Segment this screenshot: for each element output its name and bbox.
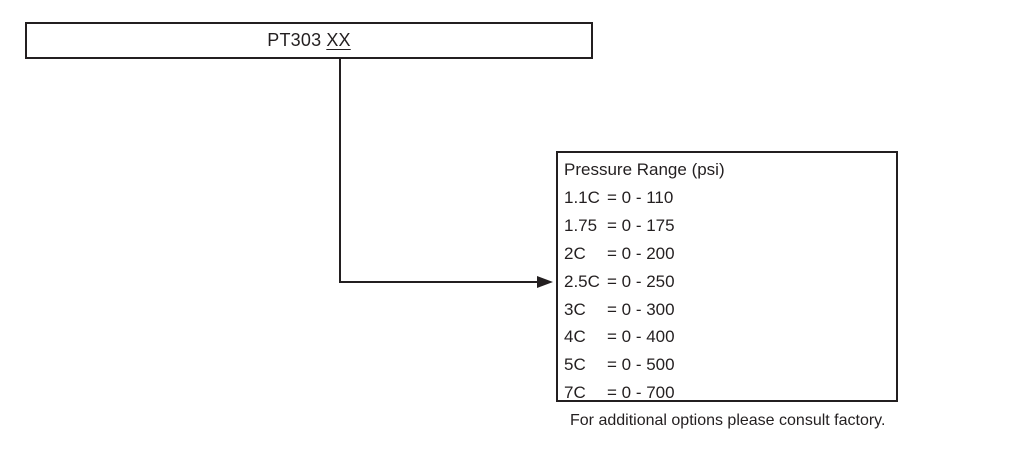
- option-row: 1.1C = 0 - 110: [564, 184, 896, 212]
- option-range: = 0 - 175: [607, 215, 675, 235]
- option-code: 3C: [564, 299, 586, 319]
- model-code-box: PT303 XX: [25, 22, 593, 59]
- footnote: For additional options please consult fa…: [570, 412, 886, 429]
- pressure-range-heading: Pressure Range (psi): [564, 160, 725, 179]
- option-row: 2C = 0 - 200: [564, 240, 896, 268]
- option-code: 4C: [564, 327, 586, 347]
- model-prefix: PT303: [267, 30, 322, 50]
- option-range: = 0 - 700: [607, 383, 675, 403]
- option-row: 2.5C = 0 - 250: [564, 268, 896, 296]
- option-range: = 0 - 110: [607, 187, 674, 207]
- option-list: 1.1C = 0 - 110 1.75 = 0 - 175 2C = 0 - 200 2.5…: [564, 184, 896, 407]
- option-range: = 0 - 250: [607, 271, 675, 291]
- option-code: 1.1C: [564, 187, 600, 207]
- option-range: = 0 - 300: [607, 299, 675, 319]
- option-range: = 0 - 200: [607, 243, 675, 263]
- option-row: 7C = 0 - 700: [564, 379, 896, 407]
- option-code: 7C: [564, 383, 586, 403]
- pressure-range-box: Pressure Range (psi) 1.1C = 0 - 110 1.75 = …: [556, 151, 898, 402]
- option-code: 2C: [564, 243, 586, 263]
- option-row: 4C = 0 - 400: [564, 323, 896, 351]
- option-code: 1.75: [564, 215, 598, 235]
- option-range: = 0 - 500: [607, 355, 675, 375]
- option-row: 1.75 = 0 - 175: [564, 212, 896, 240]
- connector-line: [339, 59, 537, 283]
- option-range: = 0 - 400: [607, 327, 675, 347]
- option-code: 2.5C: [564, 271, 600, 291]
- model-suffix: XX: [326, 30, 351, 50]
- option-row: 5C = 0 - 500: [564, 351, 896, 379]
- arrowhead-icon: [537, 276, 553, 288]
- option-row: 3C = 0 - 300: [564, 296, 896, 324]
- option-code: 5C: [564, 355, 586, 375]
